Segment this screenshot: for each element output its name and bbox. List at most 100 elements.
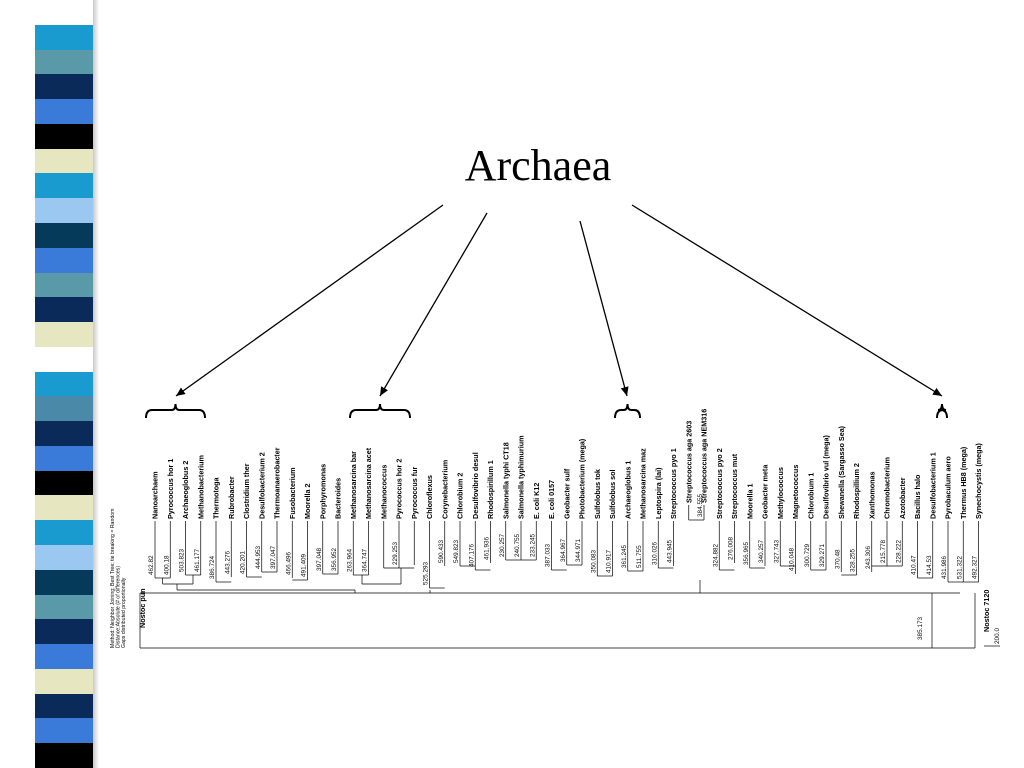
stripe-segment [35,49,93,75]
branch-length-label: 310.026 [651,541,658,565]
branch-length-label: 340.257 [758,539,765,563]
leaf-label: Chromobacterium [883,457,892,519]
leaf-label: Methanococcus [379,465,388,519]
stripe-segment [35,470,93,496]
leaf-label: Salmonella typhi CT18 [501,442,510,519]
leaf-label: Clostridium ther [242,463,251,519]
stripe-segment [35,371,93,397]
branch-length-label: 590.433 [438,539,445,563]
stripe-segment [35,272,93,298]
branch-length-label: 215.778 [880,539,887,563]
branch-length-label: 364.967 [560,538,567,562]
clade-brace [614,403,641,419]
stripe-segment [35,322,93,348]
method-note-line: Method: Neighbor Joining; Best Tree; tie… [110,509,116,648]
clade-brace [349,403,411,419]
leaf-label: Archaeoglobus 1 [623,461,632,519]
branch-length-label: 384.555 [697,493,704,517]
leaf-label: Fusobacterium [288,467,297,519]
leaf-label: Desulfobacterium 1 [928,452,937,519]
leaf-label: Rhodospillium 2 [852,463,861,519]
branch-length-label: 229.253 [392,541,399,565]
leaf-label: Methanobacterium [196,455,205,519]
branch-length-label: 387.033 [545,543,552,567]
leaf-label: Pyrococcus hor 2 [395,459,404,519]
stripe-segment [35,569,93,596]
stripe-segment [35,743,93,768]
branch-length-label: 410.47 [911,555,918,575]
branch-length-label: 276.008 [728,536,735,560]
leaf-label: Corynebacterium [440,460,449,519]
stripe-segment [35,247,93,273]
stripe-segment [35,297,93,323]
branch-length-label: 466.496 [285,551,292,575]
clade-brace [145,403,206,419]
branch-length-label: 503.823 [179,548,186,572]
branch-length-label: 443.945 [667,539,674,563]
leaf-label: Nanoarchaem [151,471,160,519]
leaf-label: Geobacter meta [761,464,770,519]
leaf-label: Chlorobium 2 [456,473,465,519]
leaf-label: Sulfolobus tok [593,469,602,519]
branch-length-label: 370.48 [834,549,841,569]
stripe-segment [35,222,93,249]
branch-length-label: 420.201 [240,550,247,574]
stripe-segment [35,619,93,645]
leaf-label: Sulfolobus sol [608,469,617,519]
leaf-label: Bacillus halo [913,474,922,519]
branch-length-label: 240.755 [514,533,521,557]
stripe-segment [35,495,93,521]
branch-length-label: 263.964 [346,548,353,572]
leaf-label: Moorella 1 [745,483,754,519]
stripe-segment [35,718,93,744]
stripe-segment [35,0,93,26]
branch-length-label: 410.917 [606,549,613,573]
leaf-label: Leptospira (lai) [654,467,663,519]
leaf-label: Synechocystis (mega) [974,442,983,519]
branch-length-label: 397.048 [316,547,323,571]
stripe-segment [35,74,93,100]
branch-length-label: 549.823 [453,539,460,563]
branch-length-label: 328.255 [850,548,857,572]
leaf-label: Rubrobacter [227,476,236,519]
leaf-label: Rhodospirillum 1 [486,460,495,519]
branch-length-label: 364.747 [362,548,369,572]
leaf-label: E. coli 0157 [547,480,556,519]
branch-length-label: 233.245 [529,533,536,557]
stripe-segment [35,520,93,546]
branch-length-label: 329.271 [819,543,826,567]
stripe-segment [35,668,93,695]
branch-length-label: 356.952 [331,547,338,571]
branch-length-label: 350.083 [590,549,597,573]
leaf-label: Chloroflexus [425,475,434,519]
leaf-label: Bacteroides [334,478,343,519]
stripe-segment [35,173,93,199]
slide-title: Archaea [464,141,612,190]
branch-length-label: 462.82 [148,555,155,575]
leaf-label: Methylococcus [776,467,785,519]
pointer-arrow [379,212,488,397]
leaf-label: Photobacterium (mega) [578,438,587,519]
branch-length-label: 386.724 [209,555,216,579]
leaf-label: Methanosarcina maz [639,448,648,519]
branch-length-label: 361.245 [621,544,628,568]
leaf-label: Streptococcus aga NEM316 [700,409,709,503]
branch-length-label: 344.971 [575,538,582,562]
branch-length-label: 492.327 [972,555,979,579]
stripe-segment [35,346,93,373]
branch-length-label: 410.048 [789,547,796,571]
method-note-line: Gaps distributed proportionally [121,577,127,648]
stripe-segment [35,693,93,719]
branch-length-label: 397.047 [270,545,277,569]
branch-length-label: 356.965 [743,541,750,565]
branch-length-label: 230.257 [499,533,506,557]
branch-length-label: 243.306 [865,545,872,569]
leaf-label: Streptococcus pyo 1 [669,448,678,519]
branch-length-label: 461.177 [194,548,201,572]
leaf-label: Thermoanaerobacter [273,447,282,519]
stripe-segment [35,24,93,51]
leaf-label: Thermus HB8 (mega) [959,446,968,519]
leaf-label: Desulfovibrio desul [471,452,480,519]
decorative-stripe-bar [35,0,93,768]
